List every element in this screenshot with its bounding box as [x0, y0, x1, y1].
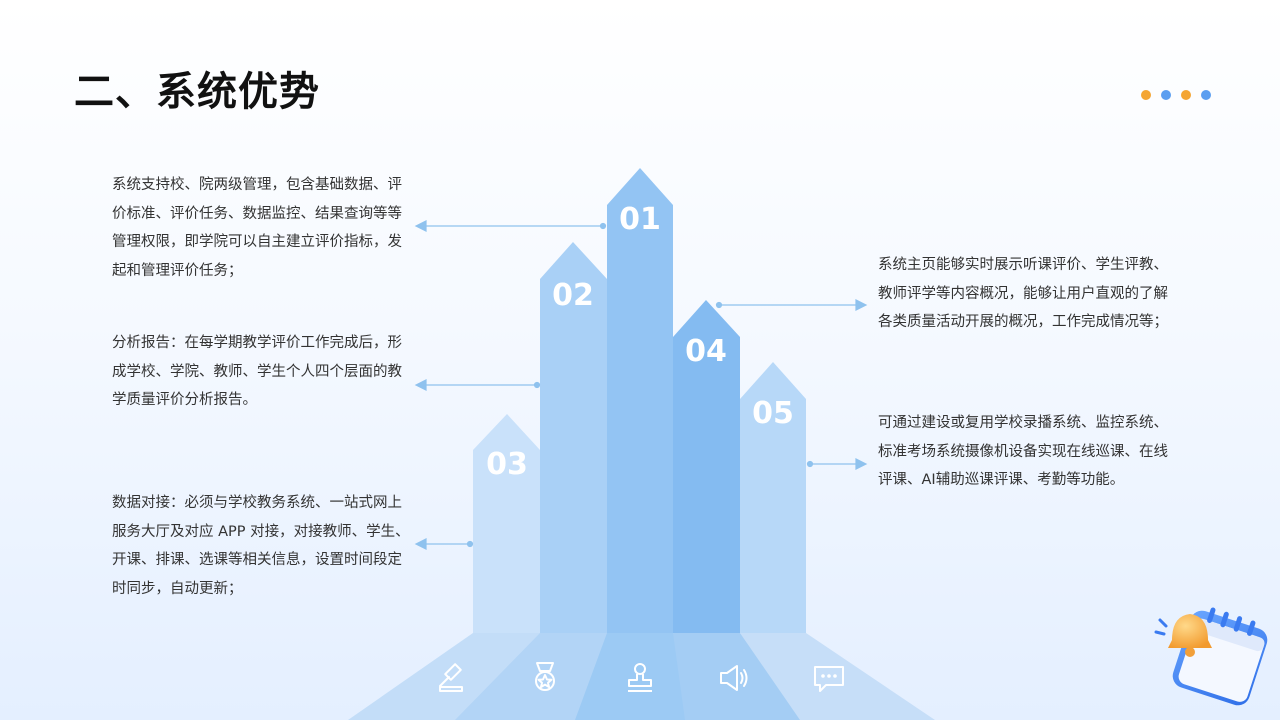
text-block-01: 系统支持校、院两级管理，包含基础数据、评价标准、评价任务、数据监控、结果查询等等…: [112, 177, 402, 280]
dot-blue: [1161, 90, 1171, 100]
arrow-01: [607, 168, 673, 633]
connector-05-arrowhead: [855, 458, 868, 470]
connector-04-dot: [715, 301, 723, 309]
arrow-base-02: [455, 633, 610, 720]
arrow-number-05: 05: [752, 396, 794, 431]
stamp-icon: [628, 663, 652, 692]
arrow-05: [740, 362, 806, 633]
arrow-number-01: 01: [619, 202, 661, 237]
connector-03-dot: [466, 540, 474, 548]
dot-orange: [1141, 90, 1151, 100]
dot-blue: [1201, 90, 1211, 100]
connector-04-arrowhead: [855, 299, 868, 311]
arrow-04: [673, 300, 740, 633]
medal-icon: [535, 662, 555, 691]
arrow-number-03: 03: [486, 447, 528, 482]
text-block-03: 数据对接：必须与学校教务系统、一站式网上服务大厅及对应 APP 对接，对接教师、…: [112, 495, 410, 598]
calendar-bell-icon: [1154, 607, 1268, 706]
connector-01-dot: [599, 222, 607, 230]
arrow-number-02: 02: [552, 278, 594, 313]
decorative-dots: [1141, 90, 1211, 100]
connector-02-arrowhead: [414, 379, 427, 391]
arrow-base-05: [740, 633, 935, 720]
text-block-02: 分析报告：在每学期教学评价工作完成后，形成学校、学院、教师、学生个人四个层面的教…: [112, 335, 402, 409]
gavel-icon: [439, 663, 463, 692]
text-block-04: 系统主页能够实时展示听课评价、学生评教、教师评学等内容概况，能够让用户直观的了解…: [878, 257, 1168, 331]
dot-orange: [1181, 90, 1191, 100]
chat-icon: [814, 666, 844, 692]
page-title: 二、系统优势: [74, 69, 320, 115]
arrow-number-04: 04: [685, 334, 727, 369]
arrow-03: [473, 414, 540, 633]
connector-01-arrowhead: [414, 220, 427, 232]
arrow-02: [540, 242, 607, 633]
connector-03-arrowhead: [414, 538, 427, 550]
speaker-icon: [720, 665, 748, 691]
connector-05-dot: [806, 460, 814, 468]
connector-02-dot: [533, 381, 541, 389]
text-block-05: 可通过建设或复用学校录播系统、监控系统、标准考场系统摄像机设备实现在线巡课、在线…: [878, 415, 1168, 489]
